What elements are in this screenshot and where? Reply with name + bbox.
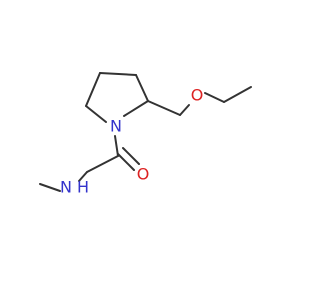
bond-carbonyl-o-b: [122, 147, 140, 165]
atom-label-amine-hydrogen: H: [77, 178, 89, 197]
ethoxymethyl-chain: [147, 86, 252, 116]
bond-c4-c5: [85, 72, 101, 107]
molecule-diagram: N O O N H: [39, 72, 252, 197]
bond-o-ch2: [204, 92, 225, 103]
bond-ch2-ch3: [223, 86, 252, 103]
structure-canvas: N O O N H: [39, 72, 252, 197]
bond-nh-ch3: [39, 183, 61, 192]
bond-n1-carbonyl: [114, 135, 119, 157]
acyl-chain: [39, 135, 140, 192]
bond-carbonyl-o-a: [117, 153, 135, 171]
atom-label-carbonyl-oxygen: O: [137, 165, 150, 184]
bond-ch2-o: [179, 104, 190, 116]
bond-n1-c2: [123, 100, 149, 117]
bond-c2-ch2: [147, 100, 181, 116]
atom-label-ether-oxygen: O: [191, 86, 204, 105]
bond-ch2-nh: [78, 171, 88, 182]
atom-label-ring-nitrogen: N: [110, 117, 122, 136]
bond-c2-c3: [135, 74, 149, 102]
bond-c3-c4: [99, 72, 137, 76]
pyrrolidine-ring: [85, 72, 149, 123]
bond-c5-n1: [85, 105, 107, 123]
bond-carbonyl-ch2: [86, 155, 119, 173]
atom-label-amine-nitrogen: N: [60, 178, 72, 197]
